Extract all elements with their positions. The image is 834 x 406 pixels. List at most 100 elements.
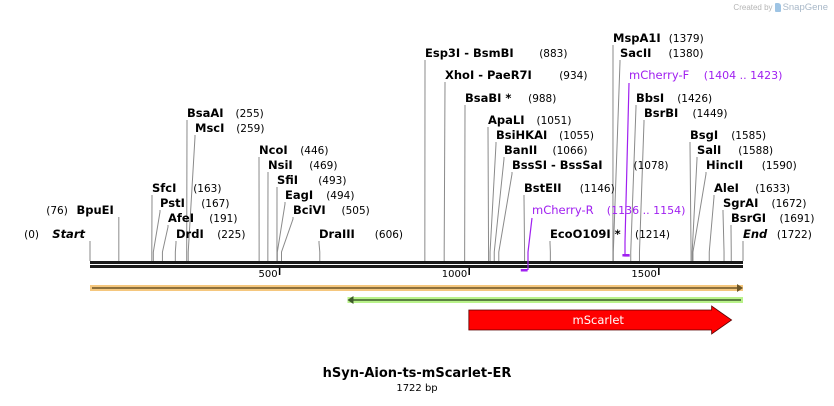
site-position: (1078)	[634, 160, 669, 172]
site-afei[interactable]: AfeI (191)	[168, 211, 237, 225]
arrow-right-icon	[737, 284, 743, 292]
site-name: SfiI	[277, 173, 298, 187]
site-name: BciVI	[293, 203, 326, 217]
site-name: EcoO109I *	[550, 227, 621, 241]
site-position: (988)	[528, 93, 556, 105]
primers: mCherry-F(1404 .. 1423)mCherry-R(1136 ..…	[520, 68, 782, 272]
site-bsgi[interactable]: BsgI(1585)	[690, 128, 766, 142]
site-mspa1i[interactable]: MspA1I(1379)	[613, 31, 704, 45]
arrow-left-icon	[347, 296, 354, 304]
ruler-tick-label: 1500	[631, 269, 656, 280]
site-bsrbi[interactable]: BsrBI (1449)	[644, 106, 727, 120]
restriction-sites: Start(0) BpuEI(76) SfcI(163)PstI (167) AfeI (…	[24, 31, 814, 241]
site-msci[interactable]: MscI(259)	[195, 121, 264, 135]
site-leader-line	[281, 217, 294, 261]
site-leader-line	[722, 210, 725, 261]
site-name: BsiHKAI	[496, 128, 547, 142]
site-ecoo109i-[interactable]: EcoO109I *(1214)	[550, 227, 670, 241]
site-xhoi-paer7i[interactable]: XhoI - PaeR7I(934)	[445, 68, 587, 82]
site-start[interactable]: Start(0)	[24, 227, 85, 241]
site-name: BsrBI	[644, 106, 678, 120]
primer-name: mCherry-F	[629, 68, 689, 82]
site-leader-line	[689, 142, 692, 261]
site-name: PstI	[160, 196, 185, 210]
bottom-strand-line	[90, 265, 743, 268]
site-ncoi[interactable]: NcoI (446)	[259, 143, 328, 157]
site-drdi[interactable]: DrdI(225)	[176, 227, 245, 241]
site-name: BpuEI	[76, 203, 113, 217]
site-sfii[interactable]: SfiI (493)	[277, 173, 346, 187]
site-position: (606)	[375, 229, 403, 241]
feature-label: mScarlet	[573, 313, 625, 327]
site-end[interactable]: End (1722)	[743, 227, 812, 241]
site-leader-line	[174, 241, 177, 261]
site-hincii[interactable]: HincII(1590)	[706, 158, 797, 172]
site-leader-line	[638, 120, 645, 261]
site-name: NcoI	[259, 143, 288, 157]
site-name: SgrAI	[723, 196, 758, 210]
feature-block-arrow	[468, 305, 733, 335]
site-name: AleI	[714, 181, 739, 195]
ruler-tick-label: 1000	[442, 269, 467, 280]
site-bsssi-bsssai[interactable]: BssSI - BssSaI(1078)	[512, 158, 668, 172]
site-nsii[interactable]: NsiI(469)	[268, 158, 337, 172]
site-bbsi[interactable]: BbsI(1426)	[636, 91, 712, 105]
site-eagi[interactable]: EagI(494)	[285, 188, 354, 202]
site-sgrai[interactable]: SgrAI(1672)	[723, 196, 806, 210]
site-name: End	[743, 227, 768, 241]
primer-name: mCherry-R	[532, 203, 594, 217]
site-leader-line	[493, 157, 505, 261]
site-bpuei[interactable]: BpuEI(76)	[46, 203, 114, 217]
site-sali[interactable]: SalI(1588)	[697, 143, 773, 157]
site-bsihkai[interactable]: BsiHKAI(1055)	[496, 128, 594, 142]
site-leader-line	[630, 105, 637, 261]
site-bsteii[interactable]: BstEII(1146)	[524, 181, 615, 195]
site-position: (255)	[236, 108, 264, 120]
site-position: (191)	[209, 213, 237, 225]
site-position: (1722)	[777, 229, 812, 241]
features: mScarlet	[90, 284, 743, 335]
primer-mcherry-f[interactable]: mCherry-F(1404 .. 1423)	[622, 68, 782, 257]
site-bsrgi[interactable]: BsrGI(1691)	[731, 211, 814, 225]
site-name: NsiI	[268, 158, 293, 172]
site-lines	[89, 45, 744, 261]
site-name: AfeI	[168, 211, 194, 225]
site-leader-line	[708, 195, 715, 261]
site-psti[interactable]: PstI (167)	[160, 196, 229, 210]
site-draiii[interactable]: DraIII(606)	[319, 227, 403, 241]
top-strand-line	[90, 261, 743, 264]
site-leader-line	[691, 157, 698, 261]
site-sacii[interactable]: SacII(1380)	[620, 46, 703, 60]
site-sfci[interactable]: SfcI(163)	[152, 181, 221, 195]
site-position: (1585)	[731, 130, 766, 142]
plasmid-name: hSyn-Aion-ts-mScarlet-ER	[322, 366, 512, 381]
site-position: (1691)	[780, 213, 815, 225]
site-position: (446)	[300, 145, 328, 157]
site-banii[interactable]: BanII(1066)	[504, 143, 587, 157]
site-position: (1051)	[537, 115, 572, 127]
primer-mcherry-r[interactable]: mCherry-R(1136 .. 1154)	[520, 203, 686, 272]
site-position: (1590)	[762, 160, 797, 172]
site-name: BbsI	[636, 91, 664, 105]
site-bsabi-[interactable]: BsaBI *(988)	[465, 91, 556, 105]
site-bcivi[interactable]: BciVI(505)	[293, 203, 370, 217]
site-bsaai[interactable]: BsaAI (255)	[187, 106, 264, 120]
site-esp3i-bsmbi[interactable]: Esp3I - BsmBI(883)	[425, 46, 567, 60]
site-position: (167)	[201, 198, 229, 210]
site-position: (493)	[318, 175, 346, 187]
snapgene-credit: Created by SnapGene	[733, 2, 828, 13]
ruler-tick-label: 500	[259, 269, 278, 280]
site-name: BsaAI	[187, 106, 224, 120]
site-position: (1380)	[669, 48, 704, 60]
primer-bar	[622, 254, 630, 257]
feature-1[interactable]	[347, 296, 743, 304]
feature-mscarlet[interactable]: mScarlet	[468, 305, 733, 335]
site-alei[interactable]: AleI(1633)	[714, 181, 790, 195]
feature-0[interactable]	[90, 284, 743, 292]
site-apali[interactable]: ApaLI(1051)	[488, 113, 571, 127]
site-position: (1449)	[693, 108, 728, 120]
site-leader-line	[152, 210, 161, 261]
site-position: (934)	[559, 70, 587, 82]
site-name: SfcI	[152, 181, 176, 195]
site-leader-line	[523, 195, 526, 261]
